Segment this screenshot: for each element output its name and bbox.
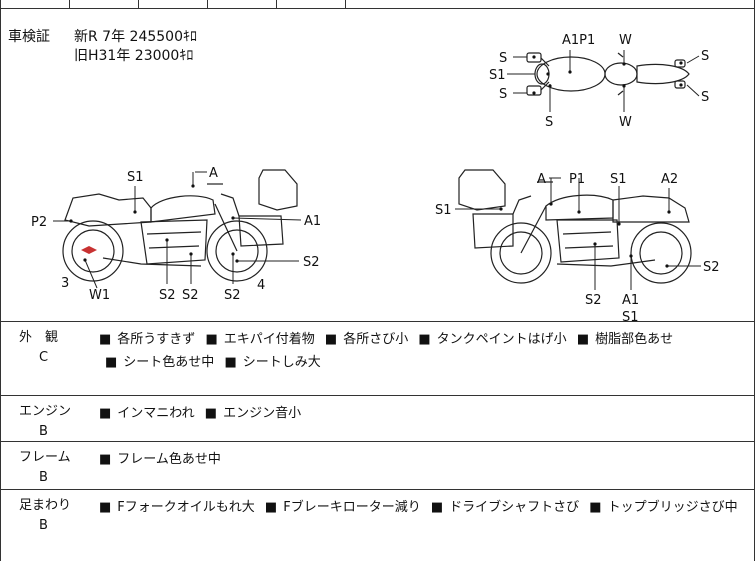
label-left-a: A bbox=[209, 166, 218, 181]
condition-item: 樹脂部色あせ bbox=[571, 332, 673, 347]
label-left-s2-2: S2 bbox=[182, 288, 199, 303]
label-left-a1: A1 bbox=[304, 214, 321, 229]
damage-diagram-panel: 車検証 新R 7年 245500ｷﾛ 旧H31年 23000ｷﾛ bbox=[1, 8, 754, 322]
label-right-s2-2: S2 bbox=[703, 260, 720, 275]
condition-item: トップブリッジさび中 bbox=[583, 500, 737, 515]
top-view-dots bbox=[532, 55, 683, 95]
label-left-s2-1: S2 bbox=[159, 288, 176, 303]
left-view-labels: A S1 P2 A1 3 W1 S2 S2 S2 4 S2 bbox=[31, 166, 321, 303]
label-right-s1-2: S1 bbox=[435, 203, 452, 218]
category-name: 足まわり bbox=[19, 498, 72, 513]
label-right-s1-3: S1 bbox=[622, 310, 639, 321]
category-grade: B bbox=[39, 470, 48, 485]
label-right-s2-1: S2 bbox=[585, 293, 602, 308]
condition-item: 各所さび小 bbox=[319, 332, 408, 347]
top-view-leaders bbox=[507, 50, 700, 112]
label-left-4: 4 bbox=[257, 278, 265, 293]
condition-items: 各所うすきず エキパイ付着物 各所さび小 タンクペイントはげ小 樹脂部色あせ シ… bbox=[99, 328, 749, 374]
strip-divider bbox=[138, 0, 139, 8]
strip-divider bbox=[276, 0, 277, 8]
right-view-leaders bbox=[455, 177, 701, 290]
condition-items: Fフォークオイルもれ大 Fブレーキローター減り ドライブシャフトさび トップブリ… bbox=[99, 496, 749, 519]
label-top-s-1: S bbox=[499, 51, 507, 66]
damage-mark bbox=[81, 246, 97, 254]
right-view-dots bbox=[499, 202, 671, 268]
condition-item: ドライブシャフトさび bbox=[425, 500, 579, 515]
label-top-s1: S1 bbox=[489, 68, 506, 83]
motorcycle-left-view bbox=[62, 169, 298, 282]
section-frame: フレーム B フレーム色あせ中 bbox=[1, 442, 754, 490]
label-right-p1: P1 bbox=[569, 172, 585, 187]
label-left-w1: W1 bbox=[89, 288, 110, 303]
label-left-s2-4: S2 bbox=[303, 255, 320, 270]
condition-item: インマニわれ bbox=[99, 406, 195, 421]
category-grade: B bbox=[39, 518, 48, 533]
motorcycle-right-view bbox=[458, 169, 692, 284]
category-label: 外 観 C bbox=[19, 328, 79, 368]
category-name: 外 観 bbox=[19, 330, 59, 345]
condition-item: 各所うすきず bbox=[99, 332, 195, 347]
mileage-old: 旧H31年 23000ｷﾛ bbox=[74, 48, 194, 64]
label-top-w-1: W bbox=[619, 33, 632, 48]
condition-item: エキパイ付着物 bbox=[199, 332, 314, 347]
strip-divider bbox=[69, 0, 70, 8]
top-table-strip bbox=[1, 0, 754, 9]
left-view-dots bbox=[69, 184, 239, 263]
category-name: エンジン bbox=[19, 404, 72, 419]
category-name: フレーム bbox=[19, 450, 71, 465]
category-label: 足まわり B bbox=[19, 496, 79, 536]
right-view-labels: A P1 S1 A2 S1 S2 A1 S1 S2 bbox=[435, 172, 720, 321]
label-top-a1p1: A1P1 bbox=[562, 33, 595, 48]
label-left-p2: P2 bbox=[31, 215, 47, 230]
section-suspension: 足まわり B Fフォークオイルもれ大 Fブレーキローター減り ドライブシャフトさ… bbox=[1, 490, 754, 561]
condition-item: タンクペイントはげ小 bbox=[412, 332, 566, 347]
registration-label: 車検証 bbox=[8, 29, 50, 45]
condition-item: シートしみ大 bbox=[218, 355, 320, 370]
condition-item: フレーム色あせ中 bbox=[99, 452, 221, 467]
motorcycle-diagrams: S S1 S A1P1 W S W S S bbox=[31, 33, 720, 321]
category-grade: C bbox=[39, 350, 49, 365]
condition-item: シート色あせ中 bbox=[99, 355, 214, 370]
category-label: フレーム B bbox=[19, 448, 79, 488]
condition-item: エンジン音小 bbox=[199, 406, 301, 421]
label-top-w-2: W bbox=[619, 115, 632, 130]
label-right-a2: A2 bbox=[661, 172, 678, 187]
label-left-s1: S1 bbox=[127, 170, 144, 185]
section-exterior: 外 観 C 各所うすきず エキパイ付着物 各所さび小 タンクペイントはげ小 樹脂… bbox=[1, 322, 754, 396]
label-left-3: 3 bbox=[61, 276, 69, 291]
condition-items: インマニわれ エンジン音小 bbox=[99, 402, 749, 425]
section-engine: エンジン B インマニわれ エンジン音小 bbox=[1, 396, 754, 442]
label-left-s2-3: S2 bbox=[224, 288, 241, 303]
label-right-a: A bbox=[537, 172, 546, 187]
label-top-s-2: S bbox=[499, 87, 507, 102]
label-top-s-5: S bbox=[701, 90, 709, 105]
motorcycle-top-view bbox=[526, 52, 690, 96]
strip-divider bbox=[207, 0, 208, 8]
condition-items: フレーム色あせ中 bbox=[99, 448, 749, 471]
registration-info: 車検証 新R 7年 245500ｷﾛ 旧H31年 23000ｷﾛ bbox=[8, 28, 197, 123]
label-right-s1-1: S1 bbox=[610, 172, 627, 187]
strip-divider bbox=[345, 0, 346, 8]
label-top-s-4: S bbox=[545, 115, 553, 130]
label-right-a1: A1 bbox=[622, 293, 639, 308]
category-grade: B bbox=[39, 424, 48, 439]
category-label: エンジン B bbox=[19, 402, 79, 442]
label-top-s-3: S bbox=[701, 49, 709, 64]
condition-item: Fフォークオイルもれ大 bbox=[99, 500, 255, 515]
left-view-leaders bbox=[53, 171, 302, 289]
mileage-new: 新R 7年 245500ｷﾛ bbox=[74, 29, 197, 45]
top-view-labels: S S1 S A1P1 W S W S S bbox=[489, 33, 709, 130]
condition-item: Fブレーキローター減り bbox=[259, 500, 421, 515]
